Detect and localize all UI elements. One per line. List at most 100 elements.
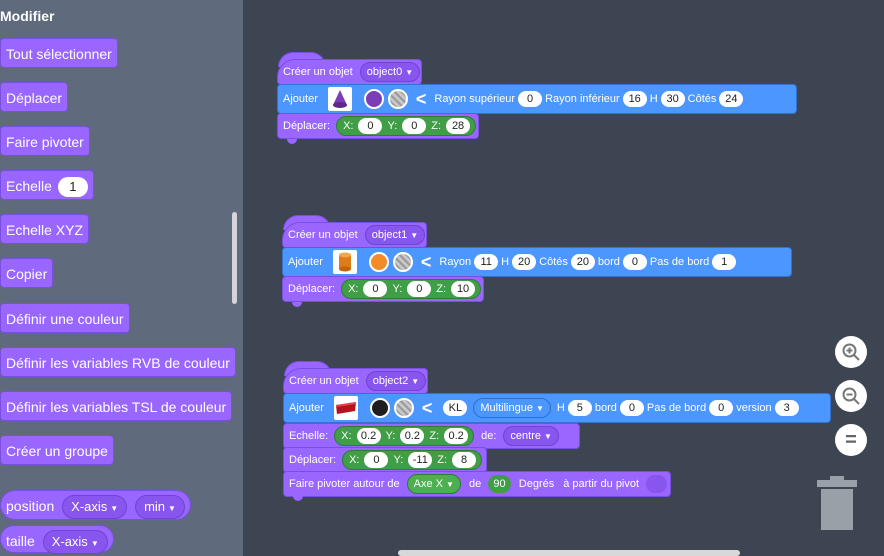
block-label: Créer un objet [289,375,359,387]
block-move[interactable]: Déplacer [0,82,69,112]
object-dropdown[interactable]: object2▼ [365,371,427,391]
origin-dropdown[interactable]: centre▼ [503,426,559,446]
workspace[interactable]: Créer un objet object0▼ Ajouter < Rayon … [243,0,884,556]
add-shape-block[interactable]: Ajouter < Rayon 11 H 20 Côtés 20 bord 0 … [282,247,792,277]
scale-block[interactable]: Echelle: X:0.2 Y:0.2 Z:0.2 de: centre▼ [283,423,580,449]
block-label: Déplacer: [288,283,336,295]
z-label: Z: [437,454,448,466]
zoom-in-button[interactable] [835,336,867,368]
x-input[interactable]: 0 [358,118,383,134]
move-block[interactable]: Déplacer: X:0 Y:-11 Z:8 [283,447,487,473]
create-object-block[interactable]: Créer un objet object1▼ [282,222,427,248]
color-swatch[interactable] [369,398,390,418]
texture-swatch[interactable] [387,89,408,109]
trash-icon[interactable] [815,474,859,532]
field-label: bord [597,256,620,268]
vector-reporter[interactable]: X:0 Y:-11 Z:8 [342,450,483,470]
cylinder-icon[interactable] [332,250,357,274]
x-input[interactable]: 0 [363,281,388,297]
vector-reporter[interactable]: X:0 Y:0 Z:10 [341,279,482,299]
object-name: object0 [366,66,403,78]
field-input[interactable]: 30 [660,91,685,107]
field-input[interactable]: 5 [567,400,592,416]
chevron-left-icon[interactable]: < [421,397,433,418]
block-scale-xyz[interactable]: Echelle XYZ [0,214,90,244]
degrees-input[interactable]: 90 [488,475,511,493]
create-object-block[interactable]: Créer un objet object0▼ [277,59,422,85]
block-set-rgb[interactable]: Définir les variables RVB de couleur [0,347,236,377]
palette-scrollbar[interactable] [232,212,237,304]
field-input[interactable]: 20 [512,254,537,270]
color-swatch[interactable] [368,252,389,272]
object-name: object2 [372,375,409,387]
y-input[interactable]: 0.2 [400,428,425,444]
mode-dropdown[interactable]: min▼ [135,495,185,520]
y-input[interactable]: -11 [408,452,433,468]
text-input[interactable]: KL [443,400,468,416]
field-input[interactable]: 1 [712,254,737,270]
texture-swatch[interactable] [392,252,413,272]
x-input[interactable]: 0.2 [356,428,381,444]
y-input[interactable]: 0 [402,118,427,134]
pivot-label: à partir du pivot [563,478,640,490]
field-input[interactable]: 11 [474,254,499,270]
workspace-scrollbar[interactable] [398,550,740,556]
block-set-hsl[interactable]: Définir les variables TSL de couleur [0,391,233,421]
cone-icon[interactable] [327,87,352,111]
scale-input[interactable]: 1 [57,177,88,198]
chevron-left-icon[interactable]: < [415,88,427,109]
field-input[interactable]: 0 [518,91,543,107]
axis-dropdown[interactable]: Axe X▼ [406,474,461,494]
z-input[interactable]: 10 [451,281,476,297]
block-set-color[interactable]: Définir une couleur [0,303,130,333]
create-object-block[interactable]: Créer un objet object2▼ [283,368,428,394]
axis-value: X-axis [51,534,88,550]
field-input[interactable]: 0 [622,254,647,270]
color-swatch[interactable] [363,89,384,109]
caret-down-icon: ▼ [544,432,552,441]
z-input[interactable]: 28 [446,118,471,134]
rotate-block[interactable]: Faire pivoter autour de Axe X▼ de 90 Deg… [283,471,671,497]
text3d-icon[interactable] [333,396,358,420]
field-input[interactable]: 20 [570,254,595,270]
texture-swatch[interactable] [393,398,414,418]
chevron-left-icon[interactable]: < [420,251,432,272]
block-rotate[interactable]: Faire pivoter [0,126,90,156]
block-label: Déplacer: [283,120,331,132]
block-notch [287,139,297,144]
z-input[interactable]: 0.2 [444,428,469,444]
pivot-input-slot[interactable] [646,475,667,493]
object-dropdown[interactable]: object0▼ [359,62,421,82]
block-notch [292,302,302,307]
field-input[interactable]: 0 [709,400,734,416]
block-label: Ajouter [288,256,323,268]
field-input[interactable]: 16 [622,91,647,107]
block-copy[interactable]: Copier [0,258,54,288]
y-input[interactable]: 0 [407,281,432,297]
move-block[interactable]: Déplacer: X:0 Y:0 Z:10 [282,276,484,302]
y-label: Y: [393,454,404,466]
move-block[interactable]: Déplacer: X:0 Y:0 Z:28 [277,113,479,139]
add-text-block[interactable]: Ajouter < KL Multilingue▼ H 5 bord 0 Pas… [283,393,831,423]
axis-dropdown[interactable]: X-axis▼ [62,495,128,520]
zoom-out-button[interactable] [835,380,867,412]
block-select-all[interactable]: Tout sélectionner [0,38,118,68]
field-input[interactable]: 3 [774,400,799,416]
caret-down-icon: ▼ [90,539,99,549]
object-dropdown[interactable]: object1▼ [364,225,426,245]
axis-dropdown[interactable]: X-axis▼ [42,530,108,555]
zoom-reset-button[interactable]: = [835,424,867,456]
add-shape-block[interactable]: Ajouter < Rayon supérieur 0 Rayon inféri… [277,84,797,114]
x-input[interactable]: 0 [364,452,389,468]
reporter-position[interactable]: position X-axis▼ min▼ [0,490,191,520]
z-label: Z: [436,283,447,295]
z-input[interactable]: 8 [452,452,477,468]
font-dropdown[interactable]: Multilingue▼ [473,398,551,418]
vector-reporter[interactable]: X:0.2 Y:0.2 Z:0.2 [334,426,475,446]
field-input[interactable]: 24 [719,91,744,107]
field-input[interactable]: 0 [619,400,644,416]
vector-reporter[interactable]: X:0 Y:0 Z:28 [336,116,477,136]
block-create-group[interactable]: Créer un groupe [0,435,114,465]
reporter-size[interactable]: taille X-axis▼ [0,525,114,555]
